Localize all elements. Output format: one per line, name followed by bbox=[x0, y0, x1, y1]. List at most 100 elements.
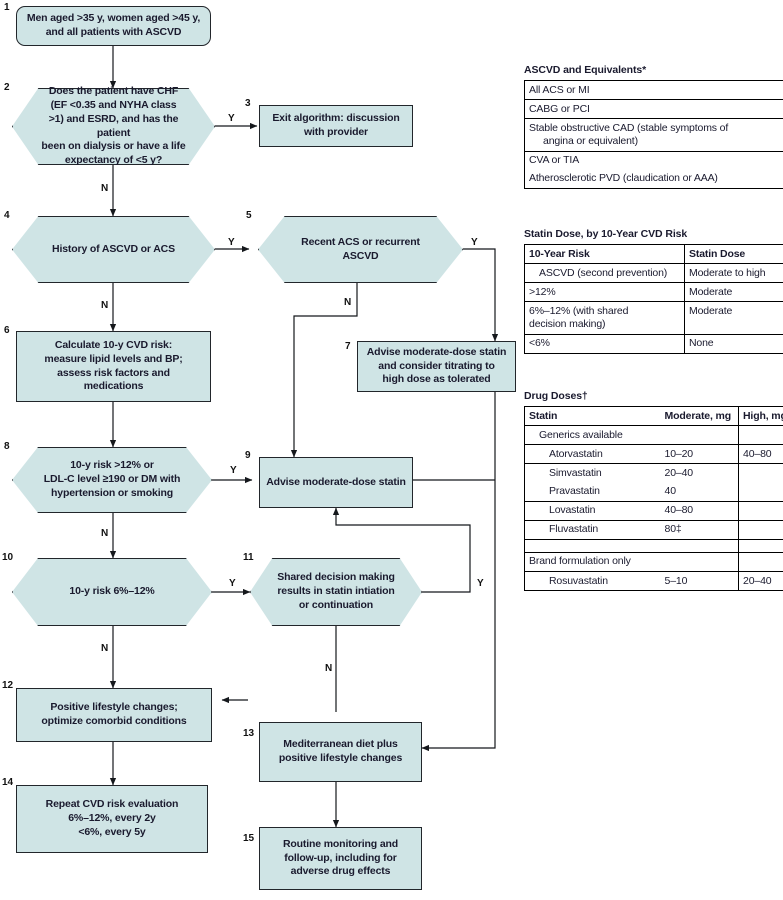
statin-dose-table-wrap: Statin Dose, by 10-Year CVD Risk 10-Year… bbox=[524, 228, 783, 354]
table-row: Simvastatin 20–40 bbox=[524, 463, 783, 483]
table-row: 6%–12% (with shared decision making) Mod… bbox=[524, 301, 783, 335]
drug-moderate-7 bbox=[660, 551, 739, 573]
table-row: ASCVD (second prevention) Moderate to hi… bbox=[524, 263, 783, 284]
statin-dose-table: 10-Year Risk Statin Dose ASCVD (second p… bbox=[524, 243, 783, 354]
drug-statin-7: Brand formulation only bbox=[524, 551, 661, 573]
drug-moderate-8: 5–10 bbox=[660, 570, 739, 592]
edge-label-node5-no: N bbox=[344, 297, 352, 308]
node-2-text: Does the patient have CHF(EF <0.35 and N… bbox=[41, 84, 186, 167]
table-row: Atorvastatin 10–20 40–80 bbox=[524, 444, 783, 465]
edge-label-node2-no: N bbox=[101, 183, 109, 194]
node-6-calculate-risk[interactable]: Calculate 10-y CVD risk:measure lipid le… bbox=[16, 331, 211, 402]
table-row: CABG or PCI bbox=[524, 99, 783, 120]
ascvd-row-0: All ACS or MI bbox=[524, 79, 783, 101]
drug-moderate-4: 40–80 bbox=[660, 500, 739, 521]
ascvd-equivalents-title: ASCVD and Equivalents* bbox=[524, 64, 647, 76]
node-number-8: 8 bbox=[4, 441, 10, 452]
ascvd-row-1: CABG or PCI bbox=[524, 99, 783, 120]
table-row: All ACS or MI bbox=[524, 79, 783, 101]
drug-high-7 bbox=[738, 551, 783, 573]
table-row: Pravastatin 40 bbox=[524, 482, 783, 502]
node-9-text: Advise moderate-dose statin bbox=[266, 475, 406, 488]
drug-high-4 bbox=[738, 500, 783, 521]
node-8-hex-shape bbox=[12, 447, 212, 513]
drug-doses-header-high: High, mg bbox=[738, 405, 783, 427]
drug-statin-0: Generics available bbox=[524, 425, 661, 446]
node-10-text: 10-y risk 6%–12% bbox=[69, 585, 155, 598]
node-12-lifestyle-changes[interactable]: Positive lifestyle changes;optimize como… bbox=[16, 688, 212, 742]
drug-high-5 bbox=[738, 519, 783, 540]
table-row: Stable obstructive CAD (stable symptoms … bbox=[524, 118, 783, 152]
node-number-5: 5 bbox=[246, 210, 252, 221]
node-number-10: 10 bbox=[2, 552, 14, 563]
node-4-history-ascvd-acs[interactable]: History of ASCVD or ACS bbox=[12, 216, 215, 283]
statin-dose-dose-2: Moderate bbox=[684, 301, 783, 335]
node-1-population[interactable]: Men aged >35 y, women aged >45 y,and all… bbox=[16, 6, 211, 46]
statin-dose-risk-3: <6% bbox=[524, 333, 685, 354]
node-4-hex-shape bbox=[12, 216, 215, 283]
node-10-hex-shape bbox=[12, 558, 212, 626]
node-4-text: History of ASCVD or ACS bbox=[52, 242, 175, 255]
ascvd-row-2-line2: angina or equivalent) bbox=[543, 134, 638, 147]
table-row-spacer bbox=[524, 538, 783, 553]
ascvd-equivalents-table-wrap: ASCVD and Equivalents* All ACS or MI CAB… bbox=[524, 64, 783, 189]
statin-dose-risk-0: ASCVD (second prevention) bbox=[524, 263, 685, 284]
ascvd-equivalents-table: All ACS or MI CABG or PCI Stable obstruc… bbox=[524, 79, 783, 189]
table-row: Rosuvastatin 5–10 20–40 bbox=[524, 570, 783, 592]
ascvd-row-4: Atherosclerotic PVD (claudication or AAA… bbox=[524, 169, 783, 189]
drug-doses-header-moderate: Moderate, mg bbox=[660, 405, 739, 427]
statin-dose-header-dose: Statin Dose bbox=[684, 243, 783, 265]
table-row: Brand formulation only bbox=[524, 551, 783, 573]
node-number-9: 9 bbox=[245, 450, 251, 461]
node-2-chf-esrd-decision[interactable]: Does the patient have CHF(EF <0.35 and N… bbox=[12, 84, 215, 167]
edge-label-node11-yes: Y bbox=[477, 578, 484, 589]
drug-moderate-5: 80‡ bbox=[660, 519, 739, 540]
edge-label-node4-no: N bbox=[101, 300, 109, 311]
drug-moderate-6 bbox=[660, 538, 739, 553]
node-9-advise-moderate-dose-statin[interactable]: Advise moderate-dose statin bbox=[259, 457, 413, 508]
edge-label-node4-yes: Y bbox=[228, 237, 235, 248]
statin-dose-risk-2-line2: decision making) bbox=[529, 318, 606, 330]
edge-label-node8-no: N bbox=[101, 528, 109, 539]
table-header-row: Statin Moderate, mg High, mg bbox=[524, 405, 783, 427]
node-number-7: 7 bbox=[345, 341, 351, 352]
table-row: >12% Moderate bbox=[524, 282, 783, 303]
node-number-2: 2 bbox=[4, 82, 10, 93]
statin-dose-dose-1: Moderate bbox=[684, 282, 783, 303]
drug-statin-5: Fluvastatin bbox=[524, 519, 661, 540]
table-header-row: 10-Year Risk Statin Dose bbox=[524, 243, 783, 265]
drug-high-0 bbox=[738, 425, 783, 446]
node-number-14: 14 bbox=[2, 777, 14, 788]
drug-statin-2: Simvastatin bbox=[524, 463, 661, 483]
drug-high-6 bbox=[738, 538, 783, 553]
node-number-3: 3 bbox=[245, 98, 251, 109]
drug-moderate-2: 20–40 bbox=[660, 463, 739, 483]
drug-statin-3: Pravastatin bbox=[524, 482, 661, 502]
drug-high-2 bbox=[738, 463, 783, 483]
drug-moderate-1: 10–20 bbox=[660, 444, 739, 465]
node-1-text: Men aged >35 y, women aged >45 y,and all… bbox=[26, 12, 201, 38]
table-row: Atherosclerotic PVD (claudication or AAA… bbox=[524, 169, 783, 189]
ascvd-row-3: CVA or TIA bbox=[524, 150, 783, 170]
drug-statin-4: Lovastatin bbox=[524, 500, 661, 521]
statin-dose-risk-1: >12% bbox=[524, 282, 685, 303]
table-row: Generics available bbox=[524, 425, 783, 446]
node-10-risk-6-12-decision[interactable]: 10-y risk 6%–12% bbox=[12, 558, 212, 626]
node-12-text: Positive lifestyle changes;optimize como… bbox=[41, 701, 187, 727]
ascvd-row-2-line1: Stable obstructive CAD (stable symptoms … bbox=[529, 121, 729, 134]
node-number-11: 11 bbox=[243, 552, 254, 563]
node-6-text: Calculate 10-y CVD risk:measure lipid le… bbox=[44, 338, 183, 393]
statin-dose-risk-2: 6%–12% (with shared decision making) bbox=[524, 301, 685, 335]
